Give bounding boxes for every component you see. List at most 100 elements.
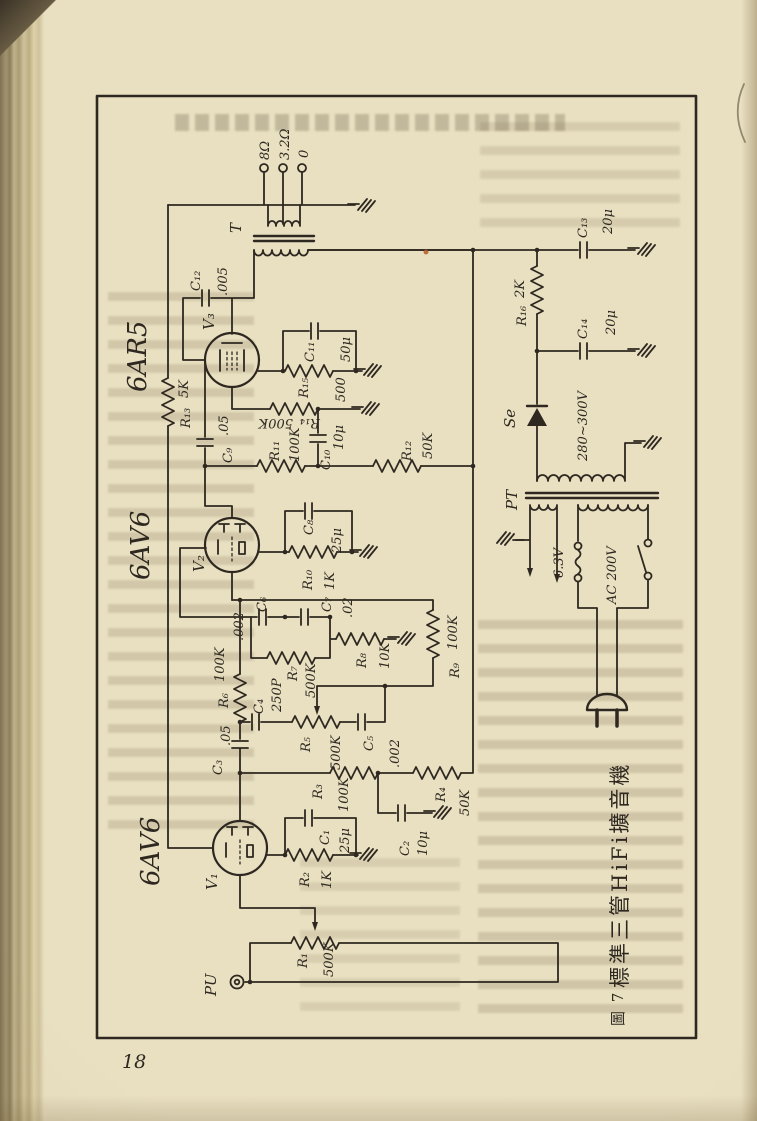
- r10-value: 1K: [323, 571, 338, 590]
- output-transformer-core: [252, 234, 316, 243]
- tube-v1-internals: [225, 826, 254, 858]
- v1-stage: V₁ 6AV6 C₁ 25μ R₂ 1K R₁ 500K PU: [136, 809, 559, 997]
- r14-value: 500K: [257, 415, 293, 430]
- c10-ref: C₁₀: [319, 449, 334, 470]
- r10-ref: R₁₀: [301, 569, 316, 591]
- pt-core: [524, 491, 660, 500]
- c1-ref: C₁: [318, 830, 333, 845]
- capacitor-c7-symbol: [300, 608, 309, 626]
- v3-ref: V₃: [200, 313, 218, 330]
- wiper-arrowhead: [314, 706, 320, 715]
- tone-network: C₆ .002 C₇ .02 R₇ 500K R₈ 10K R₉ 100K: [231, 596, 463, 715]
- tap-32-label: 3.2Ω: [278, 128, 293, 160]
- fuse-icon: [573, 573, 583, 583]
- figure-number: 圖 7: [609, 991, 627, 1026]
- junction-dot: [282, 852, 288, 858]
- c5-value: .002: [388, 739, 403, 768]
- r3-ref: R₃: [311, 784, 326, 800]
- capacitor-c1-symbol: [304, 809, 313, 827]
- c6-ref: C₆: [255, 597, 270, 612]
- pt-heater-winding: [515, 504, 558, 577]
- c13-ref: C₁₃: [576, 218, 591, 238]
- ink-bleedthrough: [480, 122, 680, 240]
- capacitor-c8-symbol: [304, 502, 313, 520]
- junction-dot: [353, 852, 359, 858]
- wiper-arrowhead: [312, 922, 318, 931]
- junction-dot: [534, 348, 540, 354]
- ink-bleedthrough-title: [175, 114, 565, 131]
- ink-bleedthrough: [300, 858, 460, 1023]
- pu-label: PU: [202, 972, 220, 997]
- wires-v3-cathode: [257, 330, 363, 372]
- wires-mains: [577, 504, 649, 696]
- rectifier-se-icon: [527, 408, 547, 426]
- c11-ref: C₁₁: [303, 342, 318, 362]
- pu-jack-icon: [229, 974, 245, 990]
- fuse-icon: [574, 549, 582, 575]
- tube-v2-internals: [217, 523, 246, 555]
- transformer-t-label: T: [227, 222, 245, 233]
- ink-bleedthrough: [478, 620, 683, 1020]
- capacitor-c5-symbol: [357, 713, 366, 731]
- v2-ref: V₂: [190, 555, 208, 572]
- capacitor-c4-symbol: [251, 713, 260, 731]
- tap-0-label: 0: [297, 150, 312, 158]
- resistor-r6-symbol: [233, 673, 247, 723]
- r9-ref: R₉: [448, 662, 463, 679]
- v3-type: 6AR5: [123, 321, 153, 392]
- r2-value: 1K: [320, 870, 335, 889]
- speaker-terminal: [297, 163, 307, 173]
- r1-value: 500K: [322, 941, 337, 977]
- wires-nfb: [167, 204, 214, 849]
- wires-bplus: [307, 249, 636, 482]
- r15-ref: R₁₅: [297, 377, 312, 399]
- r15-value: 500: [334, 377, 349, 402]
- speaker-terminal: [278, 163, 288, 173]
- page-corner-shadow: [0, 0, 76, 62]
- junction-dot: [315, 406, 321, 412]
- r7-ref: R₇: [286, 665, 301, 682]
- r3-value: 100K: [337, 776, 352, 812]
- wires-coupling: [239, 249, 474, 822]
- wires-v2-grid: [179, 547, 252, 618]
- junction-dot: [237, 719, 243, 725]
- ac-plug-icon: [595, 708, 619, 728]
- output-stage: 8Ω 3.2Ω 0 T: [167, 128, 376, 257]
- c9-ref: C₉: [221, 447, 236, 463]
- c10-value: 10μ: [332, 425, 347, 450]
- heater-arrowhead: [527, 568, 533, 577]
- wires-c2: [377, 772, 433, 814]
- scan-speck: [423, 249, 429, 255]
- junction-dot: [353, 368, 359, 374]
- c3-value: .05: [219, 725, 234, 746]
- capacitor-c9-symbol: [196, 438, 214, 447]
- hv-label: 280~300V: [576, 389, 591, 462]
- c4-value: 250P: [270, 678, 285, 713]
- capacitor-c14-symbol: [579, 342, 588, 360]
- v1-ref: V₁: [203, 873, 221, 890]
- c12-value: .005: [216, 267, 231, 296]
- heater-arrowhead: [554, 574, 560, 583]
- capacitor-c13-symbol: [579, 241, 588, 259]
- c11-value: 50μ: [339, 337, 354, 362]
- switch-icon: [643, 538, 653, 548]
- wires-v3-grid2: [231, 386, 361, 467]
- capacitor-c11-symbol: [310, 322, 319, 340]
- pt-hv-winding: [536, 442, 642, 482]
- speaker-terminal: [259, 163, 269, 173]
- r9-value: 100K: [446, 614, 461, 650]
- feedback-rail: R₁₃ 5K: [161, 204, 214, 849]
- r4-value: 50K: [458, 788, 473, 816]
- page-curl: [736, 83, 746, 143]
- junction-dot: [470, 247, 476, 253]
- junction-dot: [280, 368, 286, 374]
- capacitor-c10-symbol: [309, 434, 327, 443]
- c2-value: 10μ: [416, 831, 431, 856]
- resistor-r13-symbol: [161, 377, 175, 427]
- mains-label: AC 200V: [605, 545, 620, 605]
- resistor-r7-symbol: [266, 651, 316, 665]
- r6-value: 100K: [213, 646, 228, 682]
- page-bottom-shadow: [0, 1095, 757, 1121]
